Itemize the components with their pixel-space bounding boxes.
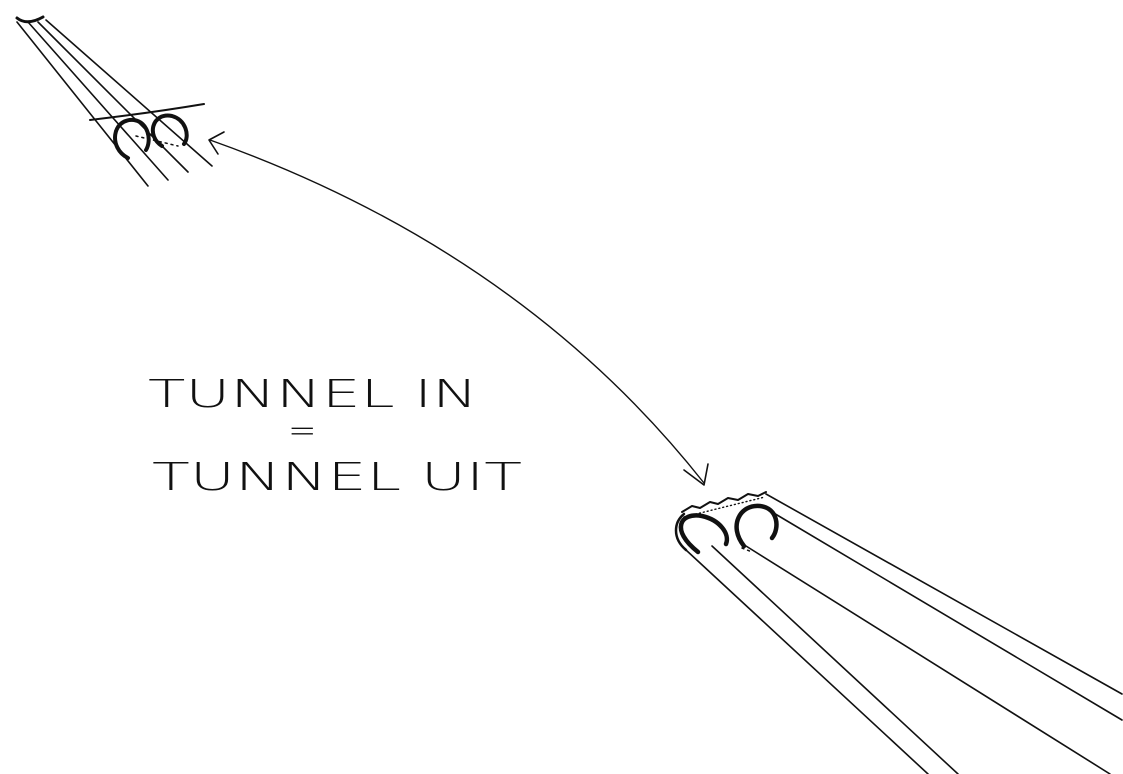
- label-tunnel-in: TUNNEL IN: [148, 372, 478, 416]
- arrowhead-bottom: [684, 464, 708, 485]
- portal-small-arc-top: [17, 17, 43, 22]
- tube-large-line-4: [772, 512, 1122, 720]
- tube-small-right-line: [46, 20, 212, 166]
- equation-text: TUNNEL IN = TUNNEL UIT: [148, 372, 522, 499]
- tunnel-portal-small: [17, 17, 212, 186]
- connection-arrow: [209, 132, 708, 485]
- tunnel-portal-large: [676, 492, 1122, 774]
- tube-large-line-2: [712, 546, 958, 774]
- label-equals: =: [288, 411, 317, 451]
- portal-large-opening-left: [681, 515, 727, 552]
- tube-large-line-5: [766, 494, 1122, 694]
- portal-large-ridge: [682, 492, 766, 512]
- label-tunnel-uit: TUNNEL UIT: [152, 455, 522, 499]
- portal-small-opening-right: [153, 116, 187, 146]
- tube-small-left-line: [17, 22, 148, 186]
- tube-small-line-3: [38, 22, 188, 172]
- tube-large-line-3: [746, 546, 1110, 774]
- connection-arrow-curve: [210, 140, 704, 483]
- portal-large-opening-right: [737, 506, 777, 546]
- tube-small-line-2: [28, 22, 168, 180]
